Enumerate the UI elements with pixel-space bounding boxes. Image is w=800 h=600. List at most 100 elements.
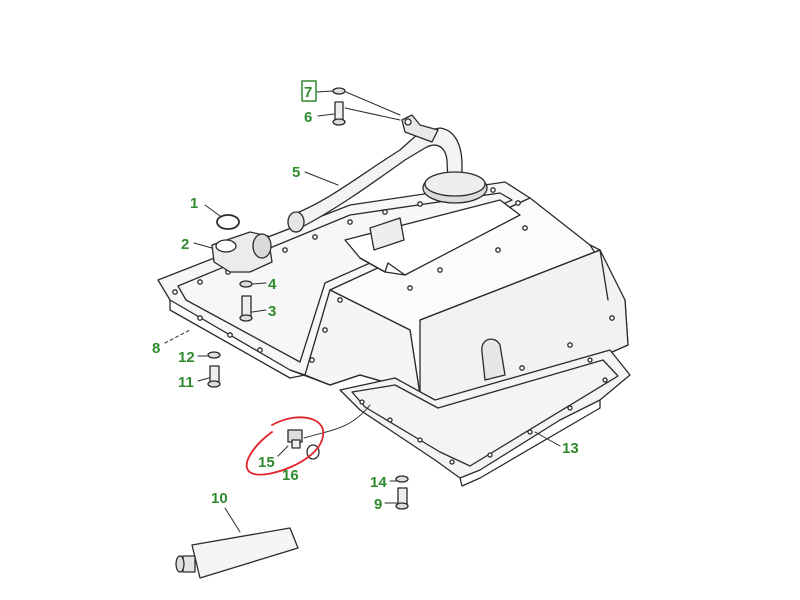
bolt-part-11 bbox=[207, 365, 221, 388]
callout-labels: 1 2 3 4 5 6 7 8 9 10 11 12 13 14 15 16 bbox=[152, 84, 579, 513]
callout-6: 6 bbox=[304, 109, 312, 126]
bolt-hole bbox=[437, 267, 443, 273]
leader-lines bbox=[164, 90, 561, 533]
bolt-hole bbox=[515, 200, 521, 206]
pan-hole bbox=[387, 417, 393, 423]
sump-left-skirt bbox=[169, 299, 306, 379]
adapter-top-boss bbox=[215, 239, 237, 253]
lower-pan-flange bbox=[339, 349, 631, 479]
bolt-hole bbox=[257, 347, 263, 353]
callout-14: 14 bbox=[370, 474, 387, 491]
pipe-end-flange bbox=[287, 211, 305, 233]
callout-8: 8 bbox=[152, 340, 160, 357]
leader-8 bbox=[164, 329, 191, 344]
bolt-head bbox=[395, 502, 409, 510]
sump-housing bbox=[157, 181, 629, 416]
highlight-box-7 bbox=[301, 80, 317, 102]
pan-hole bbox=[567, 405, 573, 411]
bolt-hole bbox=[312, 234, 318, 240]
callout-9: 9 bbox=[374, 496, 382, 513]
bolt-hole bbox=[227, 332, 233, 338]
pan-hole bbox=[417, 437, 423, 443]
leader-11 bbox=[197, 377, 210, 382]
callout-11: 11 bbox=[178, 374, 194, 391]
callout-13: 13 bbox=[562, 440, 579, 457]
bolt-hole bbox=[347, 219, 353, 225]
bolt-shank bbox=[334, 101, 344, 121]
pan-hole bbox=[587, 357, 593, 363]
leader-4 bbox=[252, 282, 267, 285]
callout-15: 15 bbox=[258, 454, 275, 471]
bolt-head bbox=[207, 380, 221, 388]
washer-part-14 bbox=[395, 475, 409, 483]
sump-front-boss bbox=[481, 338, 506, 381]
leader-10 bbox=[224, 507, 241, 533]
bolt-shank bbox=[241, 295, 252, 317]
drain-plug-part-15 bbox=[287, 429, 303, 449]
pan-hole bbox=[602, 377, 608, 383]
leader-16-drain bbox=[303, 404, 371, 439]
adapter-fitting-part-2 bbox=[211, 231, 273, 273]
strainer-disc-top bbox=[424, 171, 486, 197]
bolt-hole bbox=[322, 327, 328, 333]
sump-body-ridge-2 bbox=[589, 244, 609, 301]
callout-10: 10 bbox=[211, 490, 228, 507]
leader-7 bbox=[315, 90, 334, 93]
bolt-hole bbox=[490, 187, 496, 193]
sealant-tube-part-10 bbox=[175, 527, 299, 579]
leader-3 bbox=[251, 309, 267, 313]
leader-6 bbox=[317, 113, 335, 117]
bolt-head bbox=[239, 314, 253, 322]
callout-5: 5 bbox=[292, 164, 300, 181]
bolt-part-9 bbox=[395, 487, 409, 510]
washer-part-12 bbox=[207, 351, 221, 359]
leader-2 bbox=[193, 242, 213, 249]
callout-2: 2 bbox=[181, 236, 189, 253]
sump-step bbox=[359, 257, 406, 276]
bolt-part-3 bbox=[239, 295, 253, 322]
lower-oil-pan bbox=[339, 349, 631, 487]
flange-bolt-holes bbox=[172, 187, 615, 395]
lower-pan-depth bbox=[459, 399, 601, 487]
bolt-hole bbox=[567, 342, 573, 348]
bolt-hole bbox=[197, 279, 203, 285]
oil-suction-pipe bbox=[287, 114, 488, 233]
leader-1 bbox=[204, 204, 221, 217]
pipe-bracket-hole bbox=[404, 118, 412, 126]
pan-hole bbox=[487, 452, 493, 458]
bolt-hole bbox=[282, 247, 288, 253]
pan-hole bbox=[527, 429, 533, 435]
callout-16: 16 bbox=[282, 467, 299, 484]
washer-part-7 bbox=[332, 87, 346, 95]
pan-hole bbox=[359, 399, 365, 405]
bolt-hole bbox=[382, 209, 388, 215]
pan-hole bbox=[449, 459, 455, 465]
tube-nozzle bbox=[175, 555, 185, 573]
bolt-hole bbox=[309, 357, 315, 363]
tube-body bbox=[191, 527, 299, 579]
bolt-hole bbox=[197, 315, 203, 321]
bolt-part-6 bbox=[332, 101, 346, 126]
leader-15 bbox=[277, 445, 289, 457]
callout-4: 4 bbox=[268, 276, 277, 293]
leader-13 bbox=[534, 431, 561, 447]
leader-6-7-to-bracket bbox=[344, 91, 401, 121]
adapter-port bbox=[252, 233, 272, 259]
bolt-head bbox=[332, 118, 346, 126]
sump-body-ridge bbox=[419, 249, 601, 321]
bolt-hole bbox=[495, 247, 501, 253]
bolt-hole bbox=[519, 365, 525, 371]
bolt-hole bbox=[609, 315, 615, 321]
bolt-hole bbox=[522, 225, 528, 231]
bolt-hole bbox=[407, 285, 413, 291]
sump-cylindrical-bore bbox=[369, 217, 405, 251]
callout-12: 12 bbox=[178, 349, 195, 366]
o-ring-part-1 bbox=[216, 214, 240, 230]
bolt-hole bbox=[417, 201, 423, 207]
plug-thread bbox=[291, 439, 301, 449]
callout-3: 3 bbox=[268, 303, 276, 320]
callout-7: 7 bbox=[304, 84, 312, 101]
bolt-hole bbox=[337, 297, 343, 303]
